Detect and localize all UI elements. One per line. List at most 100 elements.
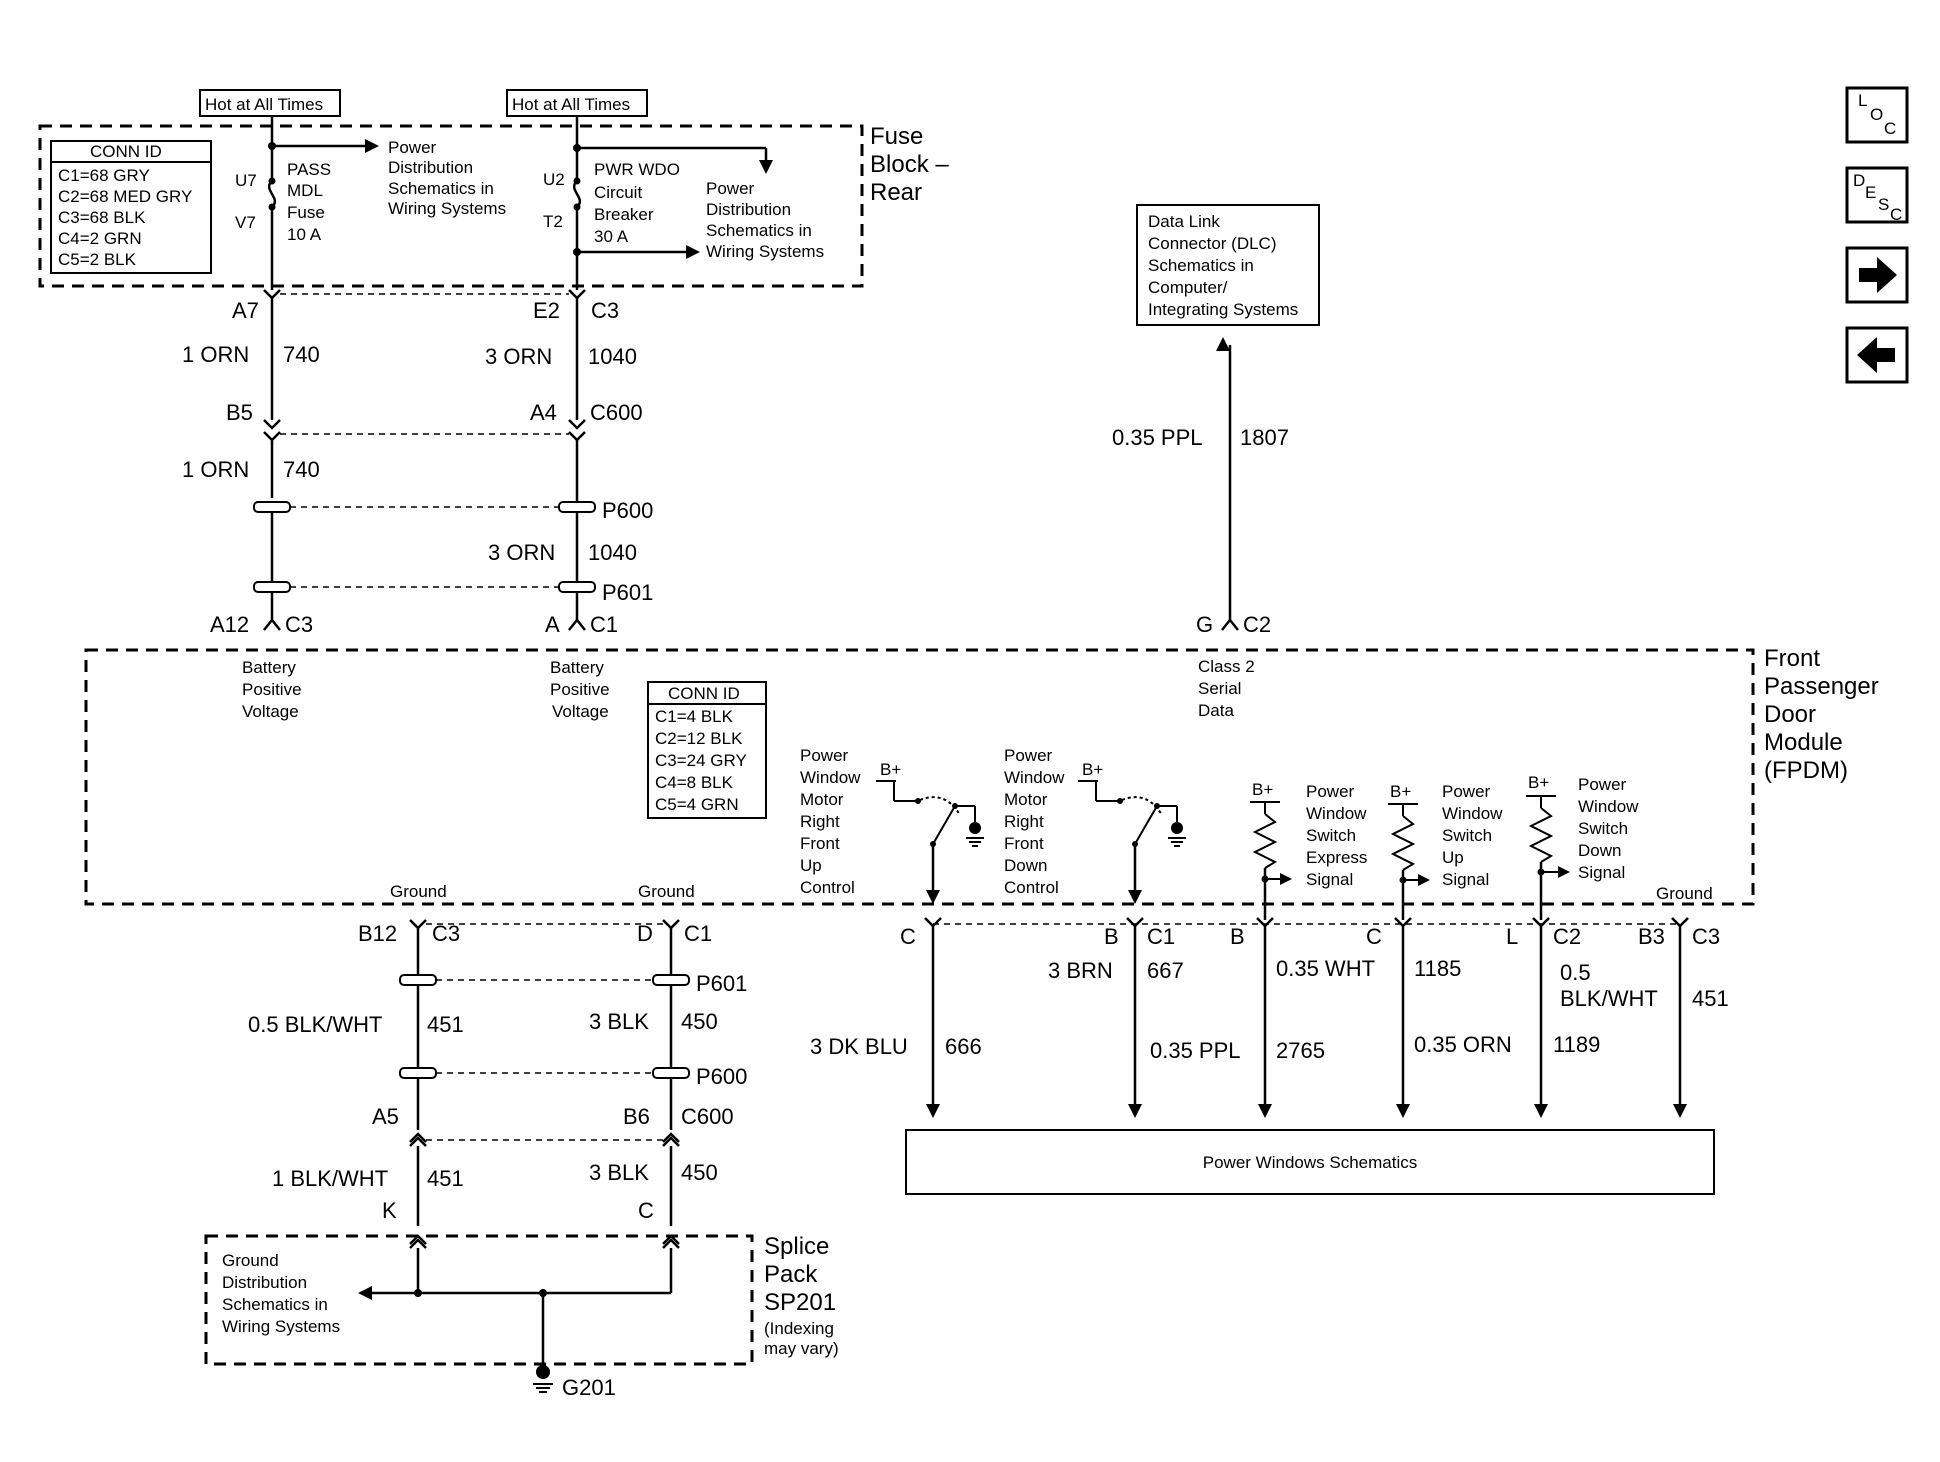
svg-text:1189: 1189: [1553, 1032, 1600, 1057]
svg-text:C: C: [1884, 119, 1896, 138]
svg-text:S: S: [1878, 195, 1889, 214]
svg-text:Block –: Block –: [870, 151, 949, 178]
svg-text:C1: C1: [1147, 924, 1175, 949]
svg-text:Signal: Signal: [1306, 870, 1353, 889]
svg-text:Connector (DLC): Connector (DLC): [1148, 234, 1277, 253]
svg-text:Window: Window: [1306, 804, 1367, 823]
svg-text:G: G: [1196, 612, 1213, 637]
svg-text:U2: U2: [543, 170, 565, 189]
svg-text:P600: P600: [696, 1064, 747, 1089]
svg-text:C4=2 GRN: C4=2 GRN: [58, 229, 142, 248]
svg-text:T2: T2: [543, 212, 563, 231]
svg-text:0.5: 0.5: [1560, 960, 1591, 985]
svg-text:Battery: Battery: [242, 658, 296, 677]
arrow-right-icon: [365, 139, 379, 153]
svg-text:C: C: [638, 1198, 654, 1223]
conn-id-table-fpdm: CONN ID C1=4 BLK C2=12 BLK C3=24 GRY C4=…: [647, 681, 767, 819]
svg-text:3 ORN: 3 ORN: [488, 540, 555, 565]
svg-text:Signal: Signal: [1442, 870, 1489, 889]
svg-text:B3: B3: [1638, 924, 1665, 949]
desc-button[interactable]: D E S C: [1845, 166, 1909, 224]
arrow-down-icon: [1534, 1104, 1548, 1118]
svg-text:CONN ID: CONN ID: [90, 142, 162, 161]
front-passenger-door-module: Front Passenger Door Module (FPDM) Batte…: [84, 645, 1879, 920]
svg-text:C4=8 BLK: C4=8 BLK: [655, 773, 734, 792]
switch-up-signal: B+ Power Window Switch Up Signal: [1388, 782, 1503, 920]
svg-text:C2=68 MED GRY: C2=68 MED GRY: [58, 187, 192, 206]
svg-text:O: O: [1870, 105, 1883, 124]
svg-text:Down: Down: [1578, 841, 1621, 860]
svg-text:B+: B+: [1252, 780, 1273, 799]
svg-text:C: C: [1890, 205, 1902, 224]
svg-text:C1: C1: [684, 921, 712, 946]
svg-text:C3: C3: [1692, 924, 1720, 949]
svg-text:3 BRN: 3 BRN: [1048, 958, 1113, 983]
switch-express-signal: B+ Power Window Switch Express Signal: [1250, 780, 1367, 920]
svg-text:Positive: Positive: [550, 680, 610, 699]
svg-text:Schematics in: Schematics in: [706, 221, 812, 240]
arrow-down-icon: [759, 160, 773, 174]
svg-text:451: 451: [427, 1012, 464, 1037]
svg-text:Down: Down: [1004, 856, 1047, 875]
svg-text:Data: Data: [1198, 701, 1234, 720]
svg-text:Express: Express: [1306, 848, 1367, 867]
svg-text:C1=4 BLK: C1=4 BLK: [655, 707, 734, 726]
svg-text:Ground: Ground: [222, 1251, 279, 1270]
svg-text:Distribution: Distribution: [222, 1273, 307, 1292]
svg-text:C2: C2: [1243, 612, 1271, 637]
svg-text:MDL: MDL: [287, 181, 323, 200]
prev-page-button[interactable]: [1845, 326, 1909, 384]
hot-at-all-times-label-left: Hot at All Times: [199, 89, 341, 117]
lower-left-circuit-451: B12 C3 0.5 BLK/WHT 451 A5 1 BLK/WHT 451 …: [248, 919, 464, 1249]
svg-text:0.35 ORN: 0.35 ORN: [1414, 1032, 1512, 1057]
svg-text:Hot at All Times: Hot at All Times: [512, 95, 630, 114]
svg-text:C3=24 GRY: C3=24 GRY: [655, 751, 747, 770]
svg-text:C3: C3: [432, 921, 460, 946]
motor-up-control-switch: Power Window Motor Right Front Up Contro…: [800, 746, 984, 904]
svg-text:740: 740: [283, 457, 320, 482]
svg-text:Serial: Serial: [1198, 679, 1241, 698]
svg-text:B5: B5: [226, 400, 253, 425]
svg-text:Front: Front: [1764, 645, 1820, 672]
svg-text:C: C: [900, 924, 916, 949]
svg-text:C3: C3: [591, 298, 619, 323]
lower-mid-circuit-450: P601 P600 D C1 3 BLK 450 B6 C600 3 BLK 4…: [589, 919, 747, 1249]
resistor-icon: [1390, 815, 1416, 871]
svg-text:L: L: [1858, 91, 1867, 110]
svg-text:666: 666: [945, 1034, 982, 1059]
arrow-right-icon: [1558, 866, 1570, 878]
next-page-button[interactable]: [1845, 246, 1909, 304]
svg-text:Power: Power: [1004, 746, 1053, 765]
svg-text:Control: Control: [1004, 878, 1059, 897]
svg-text:Control: Control: [800, 878, 855, 897]
svg-text:Breaker: Breaker: [594, 205, 654, 224]
svg-text:Up: Up: [800, 856, 822, 875]
svg-text:Schematics in: Schematics in: [1148, 256, 1254, 275]
motor-down-control-switch: Power Window Motor Right Front Down Cont…: [1004, 746, 1186, 904]
svg-text:Power: Power: [1306, 782, 1355, 801]
svg-text:Fuse: Fuse: [287, 203, 325, 222]
svg-text:C1: C1: [590, 612, 618, 637]
svg-text:Module: Module: [1764, 729, 1843, 756]
svg-text:0.35 WHT: 0.35 WHT: [1276, 956, 1375, 981]
svg-text:Window: Window: [1004, 768, 1065, 787]
svg-text:451: 451: [427, 1166, 464, 1191]
svg-text:0.35 PPL: 0.35 PPL: [1150, 1038, 1241, 1063]
loc-button[interactable]: L O C: [1845, 86, 1909, 144]
svg-text:B+: B+: [1390, 782, 1411, 801]
svg-text:Distribution: Distribution: [706, 200, 791, 219]
svg-text:D: D: [637, 921, 653, 946]
svg-text:Motor: Motor: [1004, 790, 1048, 809]
svg-text:Wiring Systems: Wiring Systems: [388, 199, 506, 218]
svg-text:Voltage: Voltage: [242, 702, 299, 721]
pass-mdl-fuse: U7 V7 PASS MDL Fuse 10 A Power Distribut…: [235, 116, 506, 290]
svg-text:Class 2: Class 2: [1198, 657, 1255, 676]
svg-text:1040: 1040: [588, 344, 637, 369]
fuse-block-rear: Fuse Block – Rear CONN ID C1=68 GRY C2=6…: [38, 89, 949, 290]
svg-text:A12: A12: [210, 612, 249, 637]
data-link-connector: Data Link Connector (DLC) Schematics in …: [1112, 204, 1320, 637]
fuse-icon: [267, 180, 277, 208]
svg-text:Right: Right: [1004, 812, 1044, 831]
svg-text:B: B: [1230, 924, 1245, 949]
